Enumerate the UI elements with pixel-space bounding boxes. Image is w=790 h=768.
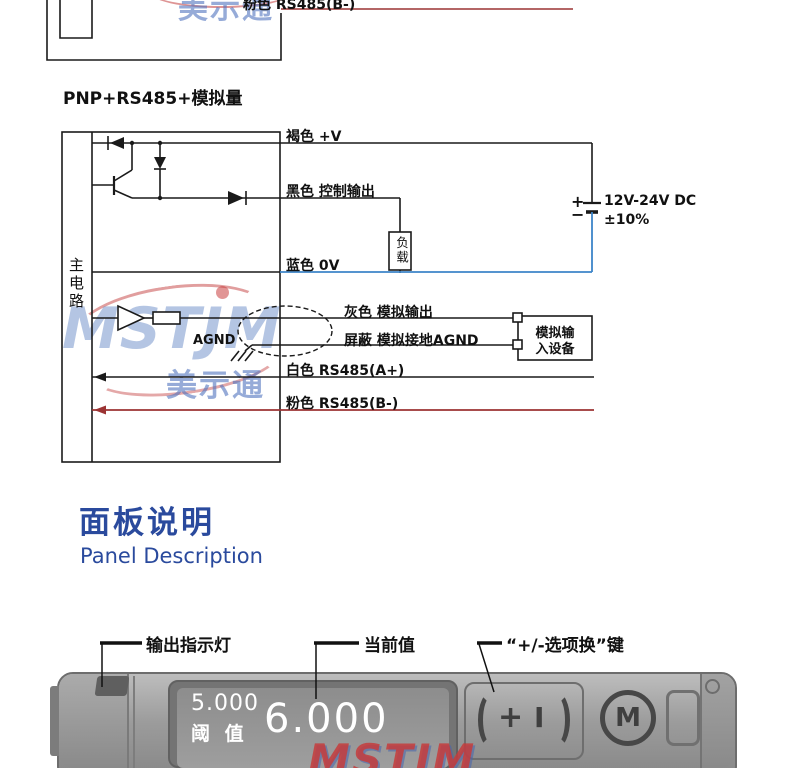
output-indicator-led [94, 676, 130, 696]
wire-label-control: 黑色 控制输出 [286, 184, 375, 200]
analog-device-label-line2: 入设备 [535, 342, 575, 357]
power-voltage-label: 12V-24V DC [604, 193, 697, 209]
display-current-value: 6.000 [264, 696, 389, 742]
callout-output-indicator: 输出指示灯 [146, 636, 231, 656]
main-circuit-label: 主电路 [67, 257, 85, 311]
callout-current-value: 当前值 [364, 636, 415, 656]
wire-label-0v: 蓝色 0V [286, 258, 340, 274]
callout-select-keys: “+/-选项换”键 [506, 636, 624, 656]
power-minus-sign: − [571, 205, 585, 224]
diagram-title: PNP+RS485+模拟量 [63, 89, 243, 109]
watermark-brand-text: MSTJM [62, 296, 282, 362]
section-title-en: Panel Description [80, 544, 263, 568]
plus-button-bracket-icon[interactable] [478, 692, 504, 748]
mode-button[interactable]: M [600, 690, 656, 746]
wire-label-rs485a: 白色 RS485(A+) [286, 363, 405, 379]
power-plus-sign: + [571, 192, 585, 211]
load-label: 负载 [394, 236, 409, 265]
display-screen [177, 688, 449, 768]
top-wire-label: 粉色 RS485(B-) [243, 0, 356, 13]
button-plate [464, 682, 584, 760]
watermark-brand-bottom: MSTJM [308, 735, 477, 768]
device-hinge [666, 690, 700, 746]
watermark-brand-cn: 美示通 [166, 368, 265, 404]
select-button[interactable]: I [534, 701, 545, 734]
wire-label-rs485b: 粉色 RS485(B-) [286, 396, 399, 412]
wire-label-analog-out: 灰色 模拟输出 [344, 305, 433, 321]
section-title-cn: 面板说明 [79, 505, 215, 541]
wire-label-shield: 屏蔽 模拟接地AGND [344, 333, 479, 349]
power-tolerance-label: ±10% [604, 212, 650, 228]
device-seam-left [133, 676, 135, 768]
agnd-label: AGND [193, 333, 236, 348]
plus-button[interactable]: + [498, 700, 524, 735]
display-threshold-value: 5.000 [191, 691, 259, 716]
screw-icon [705, 679, 720, 694]
display-threshold-label: 阈 值 [191, 723, 248, 745]
select-button-bracket-icon[interactable] [544, 692, 570, 748]
wire-label-vplus: 褐色 +V [286, 129, 342, 145]
